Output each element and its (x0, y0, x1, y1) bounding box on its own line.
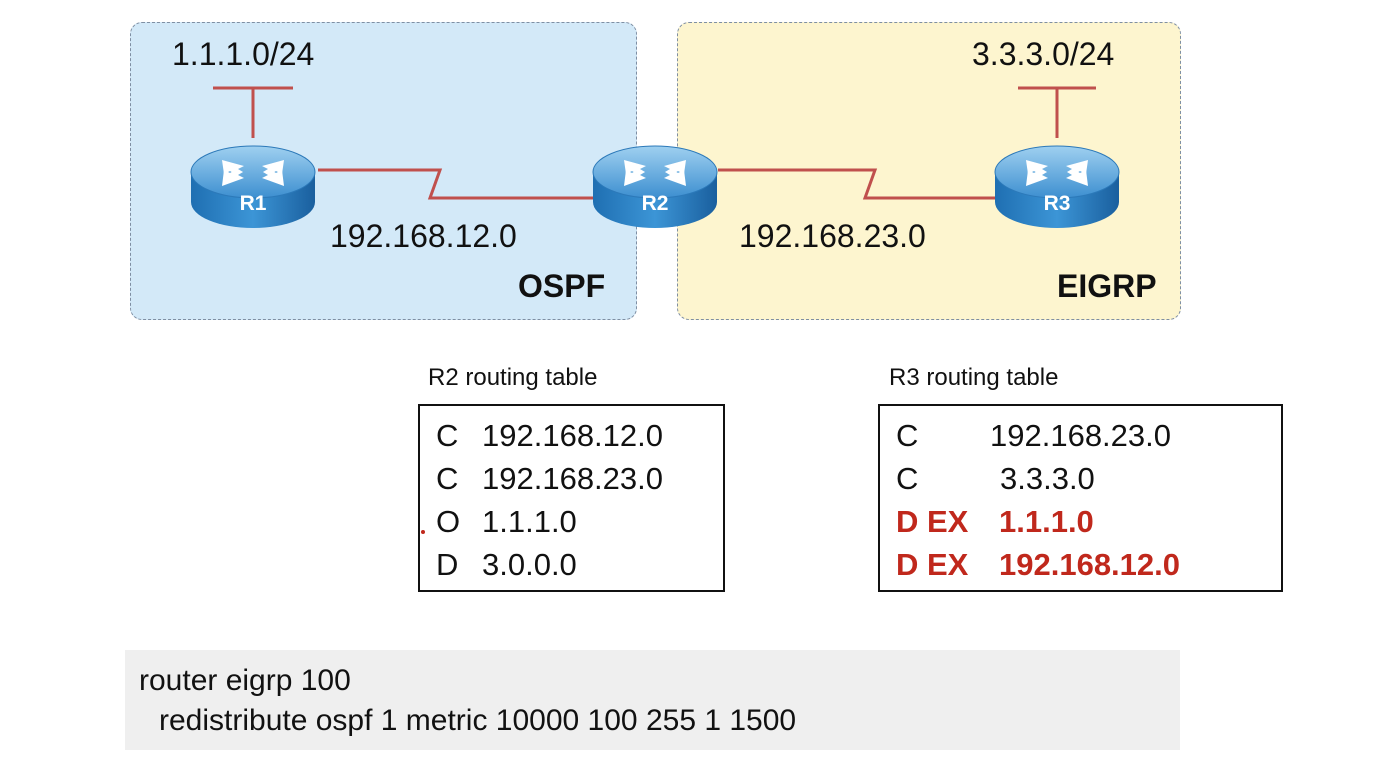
r2-routing-table: C 192.168.12.0 C 192.168.23.0 O 1.1.1.0 … (418, 404, 725, 592)
router-r3-label: R3 (1043, 192, 1071, 215)
eigrp-area-label: EIGRP (1057, 268, 1157, 304)
config-snippet: router eigrp 100 redistribute ospf 1 met… (125, 650, 1180, 750)
route-network: 3.3.3.0 (1000, 461, 1095, 496)
route-network: 192.168.12.0 (999, 547, 1181, 582)
route-code: D EX (896, 504, 969, 539)
route-code: D EX (896, 547, 969, 582)
router-r2-label: R2 (641, 192, 669, 215)
route-network: 1.1.1.0 (482, 504, 577, 539)
router-icon (994, 145, 1120, 229)
route-network: 192.168.23.0 (990, 418, 1172, 453)
serial-link-r1-r2 (318, 168, 595, 200)
serial-link-r2-r3 (718, 168, 995, 200)
route-network: 1.1.1.0 (999, 504, 1094, 539)
r1-lan-label: 1.1.1.0/24 (172, 36, 315, 72)
route-code: C (436, 461, 459, 496)
r2-table-title: R2 routing table (428, 364, 598, 391)
route-network: 192.168.23.0 (482, 461, 664, 496)
route-code: D (436, 547, 459, 582)
ospf-area-label: OSPF (518, 268, 606, 304)
r3-lan-label: 3.3.3.0/24 (972, 36, 1115, 72)
config-line-redistribute: redistribute ospf 1 metric 10000 100 255… (159, 704, 797, 737)
route-code: O (436, 504, 461, 539)
router-r1[interactable]: R1 (188, 132, 318, 232)
route-network: 3.0.0.0 (482, 547, 577, 582)
route-code: C (896, 418, 919, 453)
route-network: 192.168.12.0 (482, 418, 664, 453)
route-code: C (896, 461, 919, 496)
config-line-router: router eigrp 100 (139, 664, 351, 697)
router-r3[interactable]: R3 (992, 132, 1122, 232)
r3-routing-table: C 192.168.23.0 C 3.3.3.0 D EX 1.1.1.0 D … (878, 404, 1283, 592)
router-icon (592, 145, 718, 229)
link-12-label: 192.168.12.0 (330, 218, 517, 254)
cursor-dot (421, 530, 425, 534)
route-code: C (436, 418, 459, 453)
link-23-label: 192.168.23.0 (739, 218, 926, 254)
router-icon (190, 145, 316, 229)
router-r2[interactable]: R2 (590, 132, 720, 232)
router-r1-label: R1 (239, 192, 267, 215)
r3-table-title: R3 routing table (889, 364, 1059, 391)
